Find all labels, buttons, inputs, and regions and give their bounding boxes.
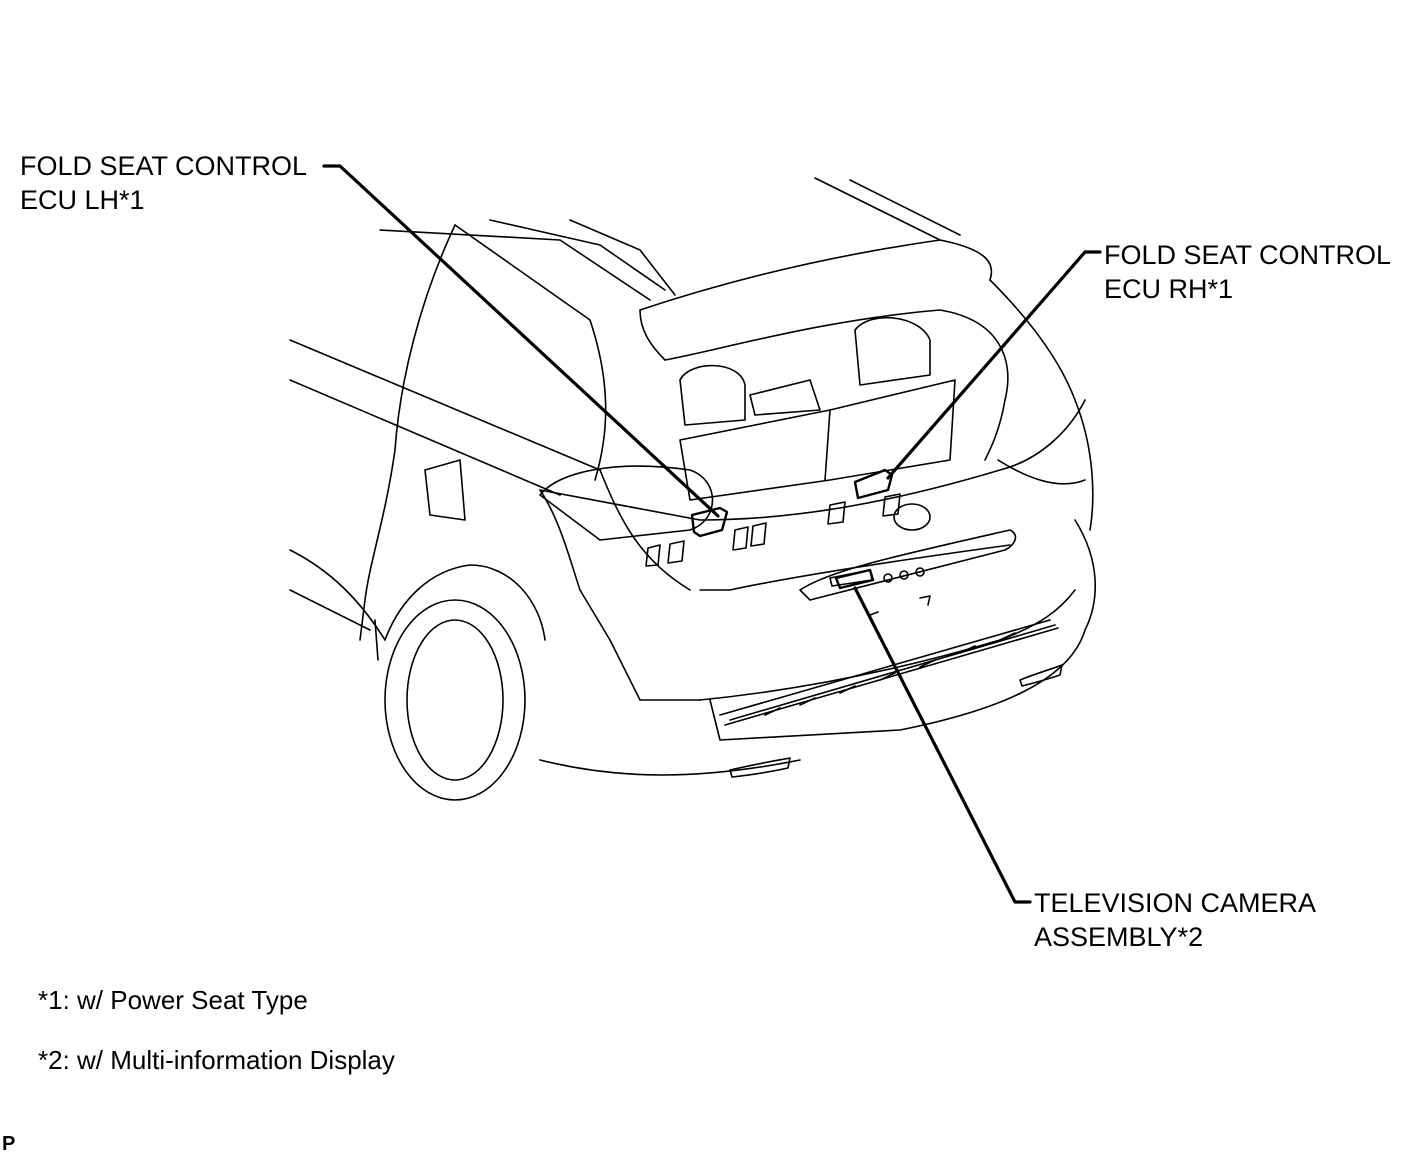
- leader-camera: [853, 586, 1032, 904]
- label-television-camera: TELEVISION CAMERA ASSEMBLY*2: [1034, 886, 1316, 954]
- corner-code: P: [2, 1133, 16, 1155]
- ecu-lh-component: [690, 506, 729, 538]
- label-line: FOLD SEAT CONTROL: [1104, 240, 1392, 270]
- ecu-rh-component: [853, 468, 894, 500]
- leader-ecu-rh: [886, 250, 1102, 480]
- tail-lamps: [539, 459, 1086, 567]
- rear-window: [664, 309, 1009, 501]
- camera-component: [834, 568, 875, 590]
- license-garnish: [799, 529, 1017, 616]
- leader-ecu-lh: [322, 164, 720, 518]
- rear-wheel: [374, 564, 546, 801]
- label-fold-seat-ecu-lh: FOLD SEAT CONTROL ECU LH*1: [20, 149, 307, 217]
- label-line: ASSEMBLY*2: [1034, 922, 1204, 952]
- fuel-door: [424, 459, 466, 521]
- roof-rails: [379, 177, 961, 301]
- label-line: ECU LH*1: [20, 185, 145, 215]
- rear-bumper: [539, 589, 1076, 778]
- label-line: FOLD SEAT CONTROL: [20, 151, 308, 181]
- label-line: TELEVISION CAMERA: [1034, 888, 1317, 918]
- footnote-1: *1: w/ Power Seat Type: [38, 985, 308, 1015]
- label-fold-seat-ecu-rh: FOLD SEAT CONTROL ECU RH*1: [1104, 238, 1391, 306]
- footnote-2: *2: w/ Multi-information Display: [38, 1045, 395, 1075]
- label-line: ECU RH*1: [1104, 274, 1234, 304]
- emblem: [893, 503, 931, 531]
- vehicle-body: [289, 224, 1097, 741]
- leader-lines: [322, 164, 1102, 904]
